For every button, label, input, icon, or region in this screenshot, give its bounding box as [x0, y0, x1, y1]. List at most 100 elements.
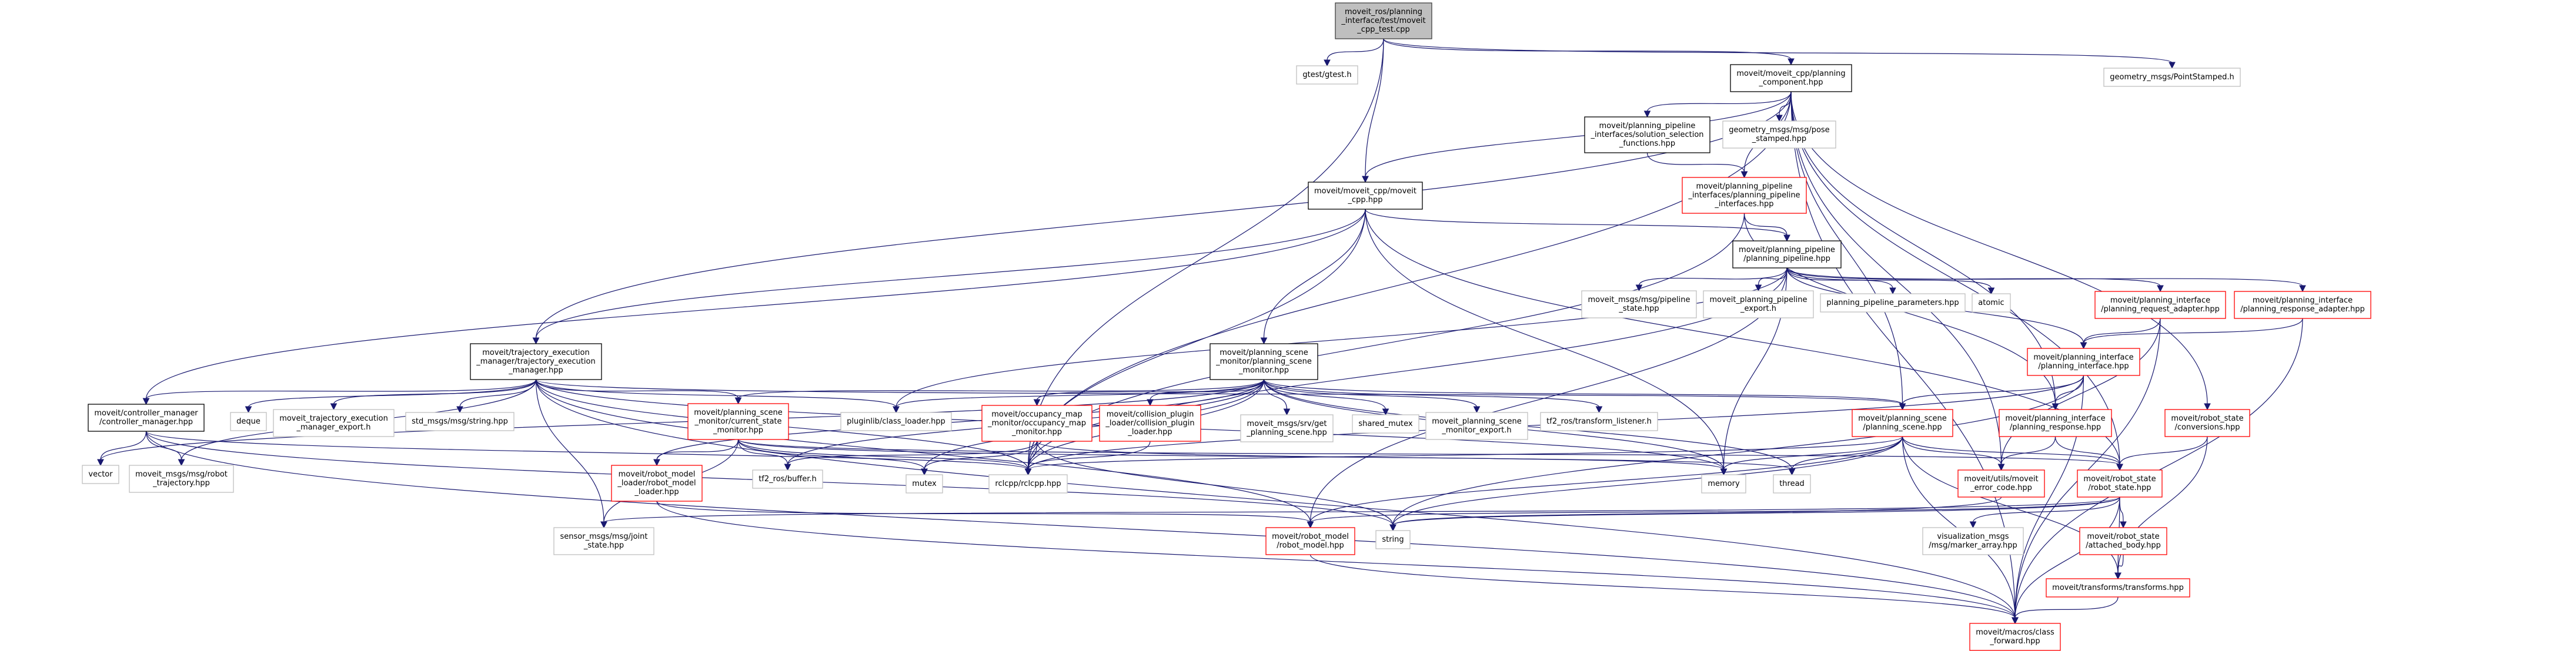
graph-node-ps[interactable]: moveit/planning_scene/planning_scene.hpp	[1852, 409, 1953, 437]
graph-node-tf[interactable]: moveit/transforms/transforms.hpp	[2046, 578, 2190, 598]
graph-node-ab[interactable]: moveit/robot_state/attached_body.hpp	[2079, 527, 2167, 555]
node-box[interactable]	[2094, 291, 2226, 319]
node-box[interactable]	[1682, 177, 1807, 214]
graph-node-pp[interactable]: moveit/planning_pipeline/planning_pipeli…	[1732, 240, 1842, 269]
node-label-line: _interfaces.hpp	[1714, 200, 1773, 209]
graph-node-rclcpp: rclcpp/rclcpp.hpp	[988, 474, 1068, 494]
node-label-line: moveit/planning_scene	[694, 408, 782, 417]
node-box[interactable]	[2079, 527, 2167, 555]
arrowhead-icon	[1307, 521, 1314, 529]
graph-node-ppi[interactable]: moveit/planning_pipeline_interfaces/plan…	[1682, 177, 1807, 214]
node-box[interactable]	[470, 343, 602, 380]
node-box[interactable]	[1335, 2, 1432, 39]
node-box[interactable]	[1584, 116, 1710, 153]
node-box[interactable]	[2046, 578, 2190, 598]
node-box[interactable]	[1730, 64, 1852, 92]
edge-line	[1638, 267, 1788, 286]
node-box[interactable]	[2164, 409, 2250, 437]
graph-node-cpl[interactable]: moveit/collision_plugin_loader/collision…	[1099, 405, 1201, 442]
node-label-line: _forward.hpp	[1989, 637, 2040, 646]
edge-line	[2000, 436, 2056, 465]
graph-node-pc[interactable]: moveit/moveit_cpp/planning_component.hpp	[1730, 64, 1852, 92]
node-label-line: /planning_pipeline.hpp	[1743, 254, 1830, 263]
graph-node-omm[interactable]: moveit/occupancy_map_monitor/occupancy_m…	[981, 405, 1092, 442]
graph-node-mec[interactable]: moveit/utils/moveit_error_code.hpp	[1957, 469, 2045, 498]
edge-line	[737, 439, 1793, 470]
node-label-line: sensor_msgs/msg/joint	[560, 532, 647, 541]
node-label-line: /msg/marker_array.hpp	[1929, 541, 2017, 550]
graph-node-mutex: mutex	[906, 474, 943, 494]
edge-line	[1365, 209, 1725, 470]
arrowhead-icon	[1783, 234, 1790, 242]
node-label-line: moveit_msgs/msg/robot	[135, 470, 228, 479]
arrowhead-icon	[2120, 521, 2127, 529]
edge-mec-to-string	[1389, 496, 2002, 532]
edge-presp-to-rs	[2054, 436, 2123, 471]
graph-node-cf[interactable]: moveit/macros/class_forward.hpp	[1969, 623, 2061, 651]
node-label-line: _export.h	[1740, 304, 1776, 313]
graph-node-psm[interactable]: moveit/planning_scene_monitor/planning_s…	[1210, 343, 1318, 380]
edge-line	[1383, 38, 1792, 60]
graph-node-pi[interactable]: moveit/planning_interface/planning_inter…	[2027, 348, 2140, 376]
edge-line	[2014, 496, 2120, 619]
node-label-line: moveit/utils/moveit	[1964, 475, 2038, 484]
graph-node-rs[interactable]: moveit/robot_state/robot_state.hpp	[2077, 469, 2163, 498]
graph-node-rm[interactable]: moveit/robot_model/robot_model.hpp	[1265, 527, 1355, 555]
node-box[interactable]	[1265, 527, 1355, 555]
node-label-line: _loader.hpp	[1127, 428, 1172, 437]
edge-psm-to-ps	[1263, 379, 1906, 411]
node-label-line: tf2_ros/transform_listener.h	[1546, 417, 1652, 426]
node-box[interactable]	[1732, 240, 1842, 269]
node-box[interactable]	[611, 465, 703, 502]
graph-node-presp[interactable]: moveit/planning_interface/planning_respo…	[1999, 409, 2112, 437]
node-box[interactable]	[88, 404, 205, 432]
graph-node-mcpp[interactable]: moveit/moveit_cpp/moveit_cpp.hpp	[1308, 182, 1423, 210]
edge-csm-to-rml	[653, 439, 739, 467]
node-box[interactable]	[1999, 409, 2112, 437]
node-label-line: moveit_msgs/srv/get	[1247, 420, 1327, 428]
node-label-line: string	[1382, 535, 1404, 544]
node-box	[1352, 414, 1419, 434]
edge-line	[535, 379, 1903, 405]
edge-psm-to-psme	[1263, 379, 1481, 414]
edge-line	[1392, 375, 2084, 526]
node-label-line: _loader/collision_plugin	[1105, 419, 1194, 428]
node-box[interactable]	[1957, 469, 2045, 498]
node-box[interactable]	[1099, 405, 1201, 442]
node-label-line: _interfaces/solution_selection	[1590, 130, 1703, 139]
node-box[interactable]	[1969, 623, 2061, 651]
edge-tf-to-cf	[2012, 596, 2119, 625]
graph-node-csm[interactable]: moveit/planning_scene_monitor/current_st…	[687, 403, 789, 440]
graph-node-plcl: pluginlib/class_loader.hpp	[840, 412, 952, 431]
graph-node-prsa[interactable]: moveit/planning_interface/planning_respo…	[2234, 291, 2371, 319]
node-box[interactable]	[2027, 348, 2140, 376]
node-label-line: _interfaces/planning_pipeline	[1688, 191, 1800, 200]
arrowhead-icon	[1147, 399, 1154, 407]
edge-omm-to-memory	[1036, 441, 1728, 476]
node-box[interactable]	[1308, 182, 1423, 210]
node-label-line: moveit/collision_plugin	[1107, 410, 1194, 419]
graph-node-tem[interactable]: moveit/trajectory_execution_manager/traj…	[470, 343, 602, 380]
node-box[interactable]	[2077, 469, 2163, 498]
node-box	[1425, 412, 1528, 440]
graph-node-conv[interactable]: moveit/robot_state/conversions.hpp	[2164, 409, 2250, 437]
graph-node-root[interactable]: moveit_ros/planning_interface/test/movei…	[1335, 2, 1432, 39]
node-label-line: std_msgs/msg/string.hpp	[412, 417, 508, 426]
node-label-line: _manager_export.h	[296, 423, 371, 432]
node-box	[1296, 65, 1358, 85]
graph-node-cm[interactable]: moveit/controller_manager/controller_man…	[88, 404, 205, 432]
node-box[interactable]	[687, 403, 789, 440]
node-label-line: _monitor/current_state	[694, 417, 781, 426]
node-box[interactable]	[981, 405, 1092, 442]
node-box[interactable]	[1852, 409, 1953, 437]
graph-node-ssf[interactable]: moveit/planning_pipeline_interfaces/solu…	[1584, 116, 1710, 153]
node-label-line: _manager.hpp	[508, 366, 563, 375]
node-box[interactable]	[2234, 291, 2371, 319]
node-label-line: atomic	[1978, 298, 2004, 307]
graph-node-pra[interactable]: moveit/planning_interface/planning_reque…	[2094, 291, 2226, 319]
edge-tem-to-stds	[456, 379, 537, 414]
node-box[interactable]	[1210, 343, 1318, 380]
edge-psm-to-gps2	[1263, 379, 1291, 416]
edge-line	[1790, 91, 2120, 465]
graph-node-rml[interactable]: moveit/robot_model_loader/robot_model_lo…	[611, 465, 703, 502]
